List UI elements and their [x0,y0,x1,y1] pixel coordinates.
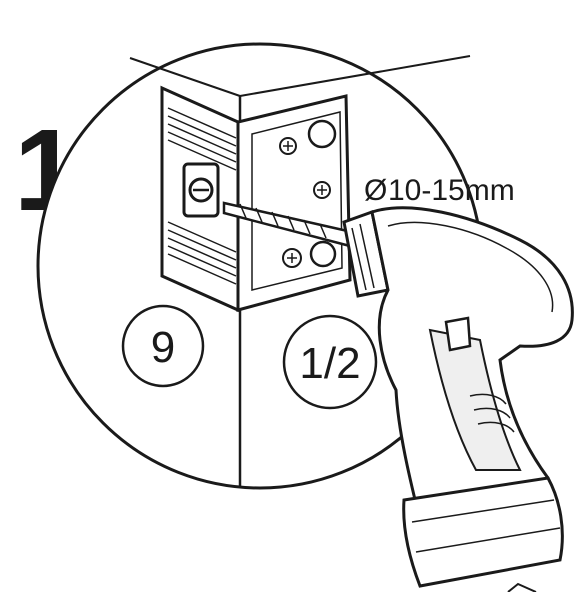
drill-trigger [444,316,472,352]
cabinet-top-edge-right [239,55,471,97]
drill-diameter-label: Ø 10-15mm [364,174,515,207]
drill-handle [428,328,522,471]
callout-right-label: 1/2 [299,339,360,388]
power-drill-icon [342,206,574,593]
diameter-range: 10-15mm [388,174,515,207]
corner-bracket-icon [160,85,352,313]
drill-body-contour [387,221,554,313]
callout-right: 1/2 [282,314,378,410]
callout-left-circle [121,304,205,388]
diameter-symbol: Ø [364,174,387,207]
callout-right-circle [282,314,378,410]
hole-top-right [307,119,337,149]
hole-bottom-right [309,240,337,268]
callout-left-label: 9 [151,323,175,372]
drill-grip-details [469,393,515,433]
cabinet-top-edge-left [129,57,241,97]
bracket-grip-lines [167,107,237,285]
callout-left: 9 [121,304,205,388]
drill-bit-flutes [239,203,327,239]
bracket-inner-rim [251,111,343,291]
